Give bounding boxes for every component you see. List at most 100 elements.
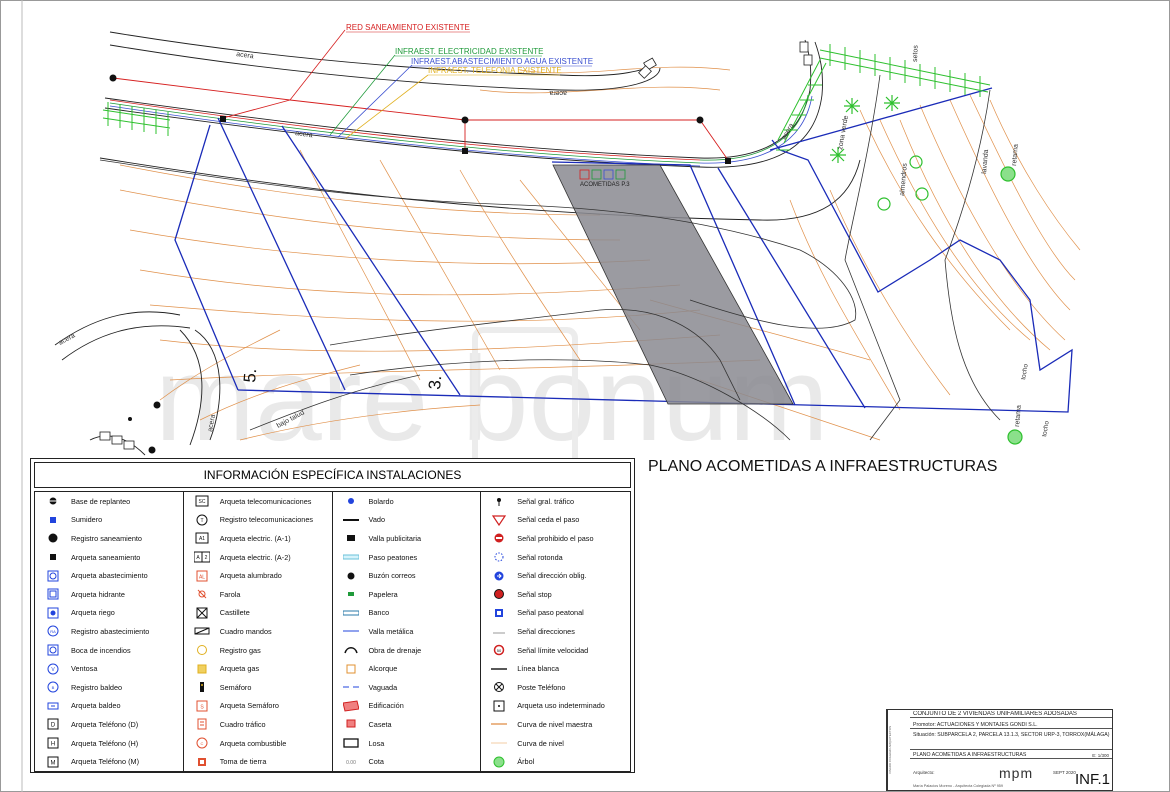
curb-marks (99, 41, 813, 450)
legend-item-label: Señal gral. tráfico (517, 496, 575, 506)
legend-item-label: Arqueta uso indeterminado (517, 701, 605, 711)
legend-item: Castillete (184, 604, 332, 623)
legend-item: Boca de incendios (35, 641, 183, 660)
legend-item: Curva de nivel (481, 734, 630, 753)
cota-icon: 0.00 (333, 756, 369, 768)
legend-item-label: Farola (219, 589, 241, 599)
arqueta-telecom-icon: SC (184, 495, 220, 507)
svg-text:0.00: 0.00 (346, 760, 356, 766)
registro-telecom-icon: T (184, 514, 220, 526)
legend-item-label: Vaguada (368, 682, 398, 692)
bolardo-icon (333, 495, 369, 507)
label-setos: setos (912, 45, 920, 62)
alcorque-icon (333, 663, 369, 675)
legend-item: Registro saneamiento (35, 529, 183, 548)
castillete-icon (184, 607, 220, 619)
title-block: VISADO COLEGIO ARQUITECTOS CONJUNTO DE 2… (886, 709, 1113, 791)
label-acometidas: ACOMETIDAS P.3 (580, 182, 630, 188)
legend-item: Arqueta uso indeterminado (481, 697, 630, 716)
legend-item-label: Árbol (517, 757, 535, 767)
legend-item-label: Arqueta combustible (219, 738, 287, 748)
caseta-icon (333, 718, 369, 730)
legend-item-label: Castillete (219, 608, 250, 618)
arqueta-telefono-h-icon: H (35, 737, 71, 749)
legend-item: Arqueta riego (35, 604, 183, 623)
boca-incendios-icon (35, 644, 71, 656)
label-tocho-1: tocho (1020, 363, 1030, 380)
senal-ceda-icon (481, 514, 517, 526)
svg-text:A: A (196, 555, 200, 561)
poste-telefono-icon (481, 681, 517, 693)
legend-item: Señal dirección oblig. (481, 566, 630, 585)
label-infra-agua: INFRAEST.ABASTECIMIENTO AGUA EXISTENTE (411, 57, 593, 66)
legend-item-label: Ventosa (71, 664, 98, 674)
sewer-nodes (109, 74, 731, 454)
label-parcel-3: 3. (425, 375, 445, 391)
title-block-stamp: VISADO COLEGIO ARQUITECTOS (887, 710, 910, 790)
legend-item: Losa (333, 734, 481, 753)
legend-item: Buzón correos (333, 566, 481, 585)
label-parcel-5: 5. (240, 368, 260, 384)
sumidero-icon (35, 514, 71, 526)
legend-panel: INFORMACIÓN ESPECÍFICA INSTALACIONES Bas… (30, 458, 635, 773)
legend-item-label: Arqueta telecomunicaciones (219, 496, 312, 506)
valla-publicitaria-icon (333, 532, 369, 544)
legend-item-label: Registro gas (219, 645, 261, 655)
senal-prohibido-icon (481, 532, 517, 544)
svg-text:50: 50 (497, 648, 502, 653)
legend-item: Arqueta saneamiento (35, 548, 183, 567)
arqueta-hidrante-icon (35, 588, 71, 600)
legend-item-label: Arqueta abastecimiento (71, 571, 148, 581)
arqueta-indeterminado-icon (481, 700, 517, 712)
tb-project: CONJUNTO DE 2 VIVIENDAS UNIFAMILIARES AD… (910, 711, 1112, 718)
legend-item: Alcorque (333, 659, 481, 678)
legend-item-label: Señal dirección oblig. (517, 571, 587, 581)
street-label-acera-3: acera (295, 130, 313, 139)
legend-item: Arqueta hidrante (35, 585, 183, 604)
legend-item: Señal paso peatonal (481, 604, 630, 623)
senal-rotonda-icon (481, 551, 517, 563)
vado-icon (333, 514, 369, 526)
legend-item-label: Cota (368, 757, 384, 767)
legend-item: Arqueta gas (184, 659, 332, 678)
obra-drenaje-icon (333, 644, 369, 656)
legend-item-label: Registro telecomunicaciones (219, 515, 314, 525)
legend-item-label: Losa (368, 738, 385, 748)
arqueta-semaforo-icon: S (184, 700, 220, 712)
tb-firm-logo: mpm (999, 765, 1034, 781)
svg-text:AL: AL (199, 574, 205, 580)
edificacion-icon (333, 700, 369, 712)
registro-gas-icon (184, 644, 220, 656)
legend-item: Toma de tierra (184, 752, 332, 771)
legend-item-label: Arqueta alumbrado (219, 571, 282, 581)
legend-item: Cuadro mandos (184, 622, 332, 641)
vegetation (102, 44, 991, 151)
street-label-acera-6: acera (207, 414, 217, 433)
label-retama-2: retama (1014, 405, 1023, 427)
legend-item-label: Cuadro mandos (219, 626, 272, 636)
legend-item: AL Arqueta alumbrado (184, 566, 332, 585)
papelera-icon (333, 588, 369, 600)
legend-item-label: Sumidero (71, 515, 103, 525)
cuadro-trafico-icon (184, 718, 220, 730)
senal-trafico-icon (481, 495, 517, 507)
legend-item-label: Registro saneamiento (71, 533, 142, 543)
terrain-outline (99, 74, 1001, 441)
legend-item: Señal direcciones (481, 622, 630, 641)
ventosa-icon: V (35, 663, 71, 675)
cuadro-mandos-icon (184, 625, 220, 637)
legend-item-label: Valla publicitaria (368, 533, 422, 543)
legend-item-label: Alcorque (368, 664, 398, 674)
contour-lines (119, 66, 1081, 441)
legend-item-label: Arqueta baldeo (71, 701, 121, 711)
